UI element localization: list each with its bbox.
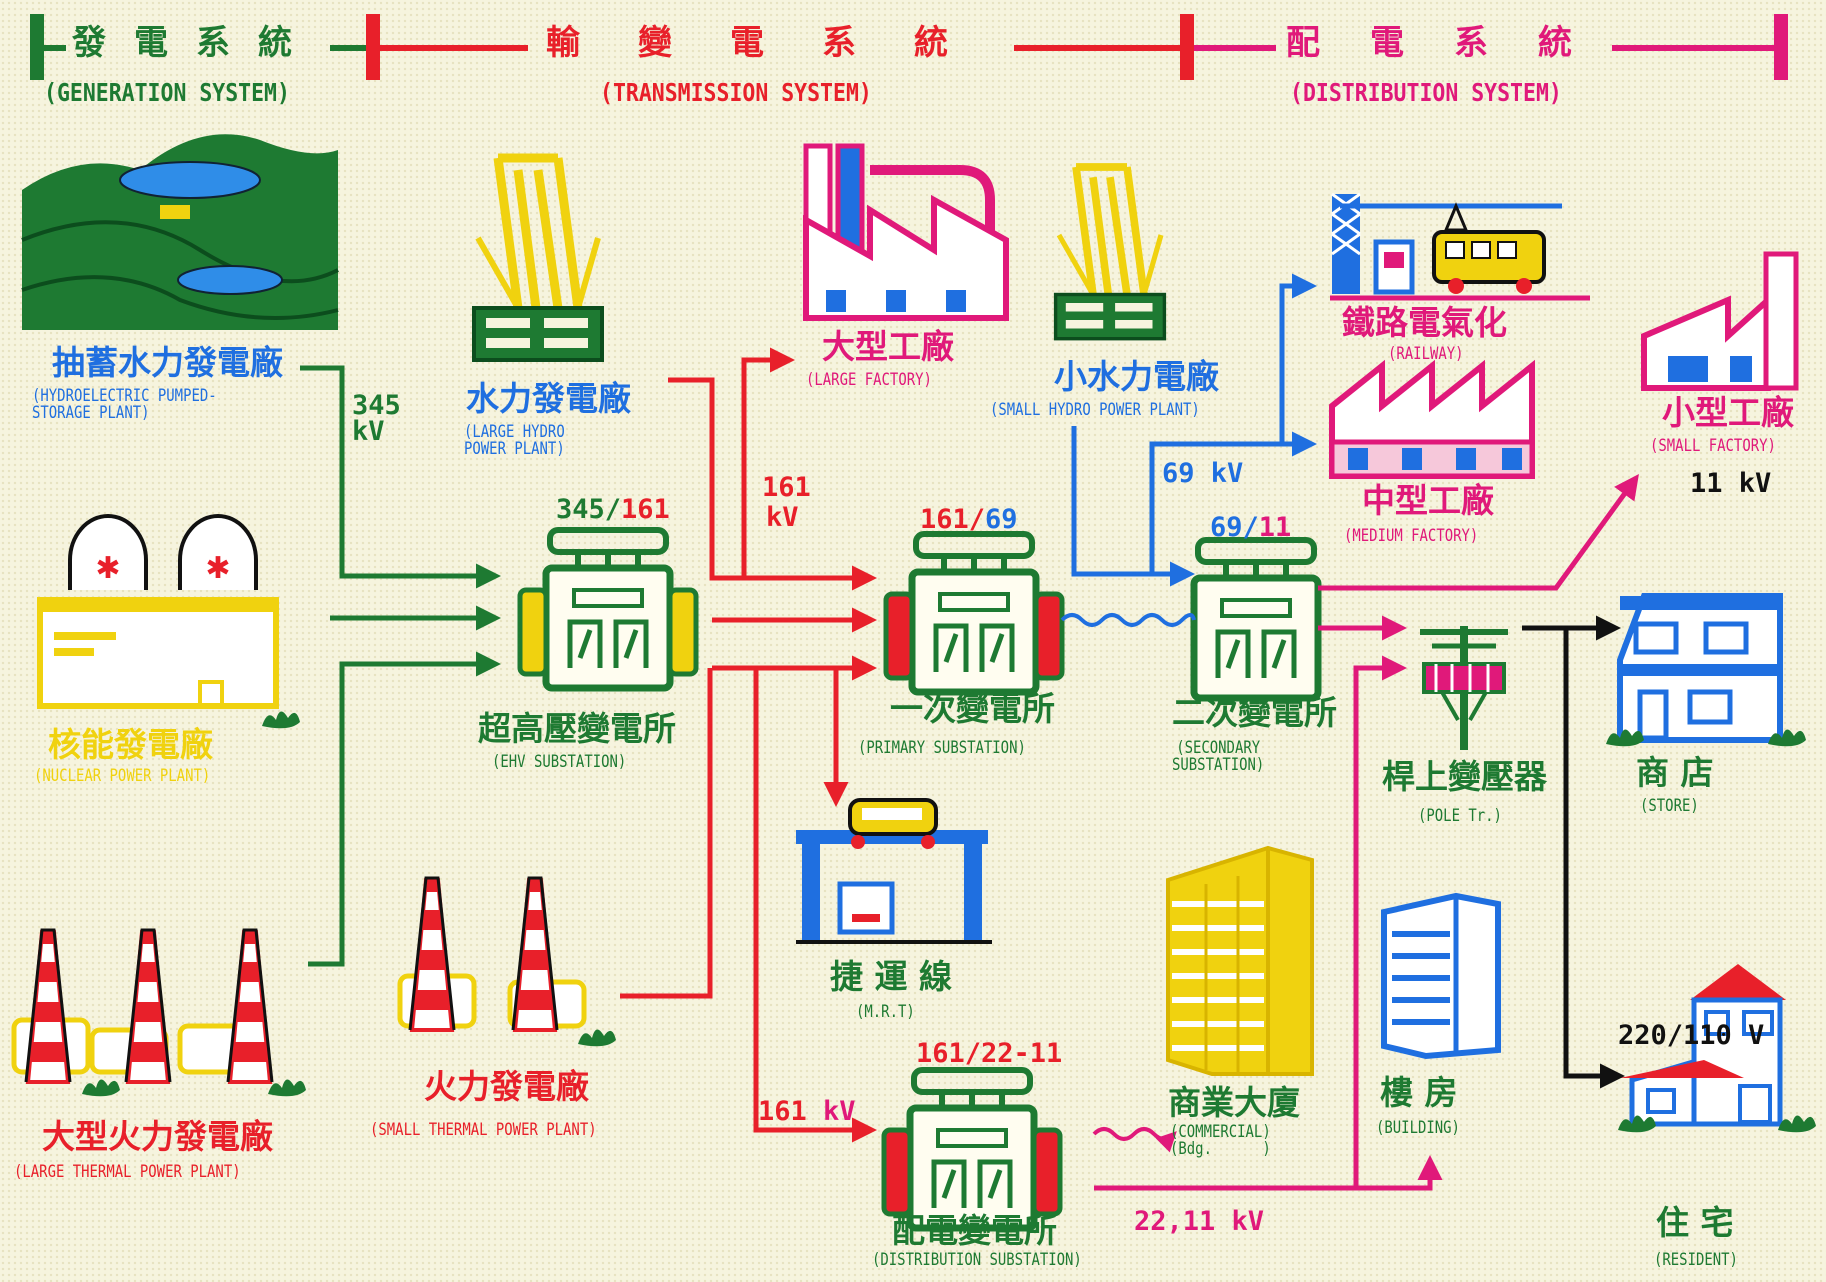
medium-factory-sublabel: (MEDIUM FACTORY) bbox=[1344, 526, 1479, 546]
generation-flow-lines bbox=[300, 365, 501, 967]
generation-system-title: 發電系統 bbox=[72, 23, 320, 63]
railway-label: 鐵路電氣化 bbox=[1342, 303, 1507, 342]
small-factory-illustration bbox=[1641, 251, 1799, 391]
large-thermal-sublabel: (LARGE THERMAL POWER PLANT) bbox=[14, 1162, 241, 1182]
railway-illustration bbox=[1330, 192, 1590, 301]
mrt-label: 捷 運 線 bbox=[830, 957, 952, 996]
small-thermal-sublabel: (SMALL THERMAL POWER PLANT) bbox=[370, 1120, 597, 1140]
large-hydro-label: 水力發電廠 bbox=[466, 379, 631, 418]
nuclear-plant-label: 核能發電廠 bbox=[48, 725, 213, 764]
secondary-ratio: 69/11 bbox=[1210, 512, 1292, 543]
commercial-building-illustration bbox=[1166, 845, 1314, 1076]
large-hydro-illustration bbox=[474, 158, 602, 360]
pumped-storage-illustration bbox=[21, 134, 339, 330]
voltage-22-11: 22,11 kV bbox=[1134, 1206, 1265, 1237]
transmission-flow-lines bbox=[620, 347, 877, 1143]
distribution-flow-lines bbox=[1092, 473, 1639, 1191]
mrt-illustration bbox=[796, 798, 992, 944]
large-factory-illustration bbox=[803, 143, 1009, 321]
voltage-161-upper-unit: kV bbox=[766, 502, 799, 533]
voltage-161-upper-value: 161 bbox=[762, 472, 811, 503]
voltage-345-unit: kV bbox=[352, 416, 385, 447]
small-thermal-label: 火力發電廠 bbox=[424, 1067, 589, 1106]
ehv-substation-label: 超高壓變電所 bbox=[478, 709, 676, 748]
small-thermal-illustration bbox=[397, 876, 616, 1047]
voltage-161-lower: 161 kV bbox=[758, 1096, 856, 1127]
pumped-storage-sublabel: (HYDROELECTRIC PUMPED- STORAGE PLANT) bbox=[32, 386, 217, 423]
ehv-substation-symbol bbox=[520, 530, 696, 688]
railway-sublabel: (RAILWAY) bbox=[1388, 344, 1464, 364]
secondary-substation-label: 二次變電所 bbox=[1172, 693, 1337, 732]
small-hydro-sublabel: (SMALL HYDRO POWER PLANT) bbox=[990, 400, 1200, 420]
primary-substation-symbol bbox=[886, 534, 1062, 692]
small-hydro-label: 小水力電廠 bbox=[1054, 357, 1219, 396]
resident-sublabel: (RESIDENT) bbox=[1654, 1250, 1738, 1270]
large-hydro-sublabel: (LARGE HYDRO POWER PLANT) bbox=[464, 422, 565, 459]
commercial-label: 商業大廈 bbox=[1168, 1083, 1300, 1122]
large-thermal-label: 大型火力發電廠 bbox=[42, 1117, 273, 1156]
building-sublabel: (BUILDING) bbox=[1376, 1118, 1460, 1138]
medium-factory-illustration bbox=[1332, 366, 1532, 476]
nuclear-plant-illustration: ✱ ✱ bbox=[37, 514, 300, 729]
resident-illustration bbox=[1618, 964, 1816, 1133]
small-factory-label: 小型工廠 bbox=[1662, 393, 1794, 432]
commercial-sublabel: (COMMERCIAL) (Bdg. ) bbox=[1170, 1122, 1271, 1159]
transmission-system-title: 輸變電系統 bbox=[546, 23, 1006, 63]
low-voltage-flow-lines bbox=[1522, 615, 1625, 1089]
medium-factory-label: 中型工廠 bbox=[1362, 481, 1494, 520]
store-label: 商 店 bbox=[1636, 753, 1714, 792]
header-bars bbox=[30, 14, 1788, 80]
pole-transformer-label: 桿上變壓器 bbox=[1382, 757, 1547, 796]
primary-substation-label: 一次變電所 bbox=[890, 689, 1055, 728]
distribution-substation-sublabel: (DISTRIBUTION SUBSTATION) bbox=[872, 1250, 1082, 1270]
distribution-substation-label: 配電變電所 bbox=[892, 1211, 1057, 1250]
svg-text:✱: ✱ bbox=[205, 551, 230, 586]
secondary-substation-symbol bbox=[1194, 540, 1318, 698]
small-hydro-illustration bbox=[1056, 167, 1165, 339]
building-illustration bbox=[1381, 892, 1501, 1060]
store-sublabel: (STORE) bbox=[1640, 796, 1699, 816]
distribution-system-subtitle: (DISTRIBUTION SYSTEM) bbox=[1290, 78, 1562, 107]
ehv-ratio: 345/161 bbox=[556, 494, 670, 525]
subtransmission-flow-lines bbox=[1060, 273, 1317, 627]
pole-transformer-illustration bbox=[1420, 626, 1508, 750]
store-illustration bbox=[1606, 593, 1806, 747]
large-thermal-illustration bbox=[11, 928, 306, 1097]
pole-transformer-sublabel: (POLE Tr.) bbox=[1418, 806, 1502, 826]
svg-text:✱: ✱ bbox=[95, 551, 120, 586]
distribution-ratio: 161/22-11 bbox=[916, 1038, 1063, 1069]
nuclear-plant-sublabel: (NUCLEAR POWER PLANT) bbox=[34, 766, 211, 786]
large-factory-sublabel: (LARGE FACTORY) bbox=[806, 370, 932, 390]
large-factory-label: 大型工廠 bbox=[822, 327, 954, 366]
transmission-system-subtitle: (TRANSMISSION SYSTEM) bbox=[600, 78, 872, 107]
secondary-substation-sublabel: (SECONDARY SUBSTATION) bbox=[1172, 738, 1265, 775]
resident-label: 住 宅 bbox=[1656, 1203, 1734, 1242]
building-label: 樓 房 bbox=[1380, 1073, 1458, 1112]
small-factory-sublabel: (SMALL FACTORY) bbox=[1650, 436, 1776, 456]
voltage-345-value: 345 bbox=[352, 390, 401, 421]
voltage-220-110: 220/110 V bbox=[1618, 1020, 1765, 1051]
voltage-69: 69 kV bbox=[1162, 458, 1244, 489]
voltage-11: 11 kV bbox=[1690, 468, 1772, 499]
mrt-sublabel: (M.R.T) bbox=[856, 1002, 915, 1022]
primary-ratio: 161/69 bbox=[920, 504, 1018, 535]
distribution-substation-symbol bbox=[884, 1070, 1060, 1228]
pumped-storage-label: 抽蓄水力發電廠 bbox=[52, 343, 283, 382]
generation-system-subtitle: (GENERATION SYSTEM) bbox=[44, 78, 290, 107]
ehv-substation-sublabel: (EHV SUBSTATION) bbox=[492, 752, 627, 772]
primary-substation-sublabel: (PRIMARY SUBSTATION) bbox=[858, 738, 1026, 758]
distribution-system-title: 配電系統 bbox=[1286, 23, 1622, 63]
